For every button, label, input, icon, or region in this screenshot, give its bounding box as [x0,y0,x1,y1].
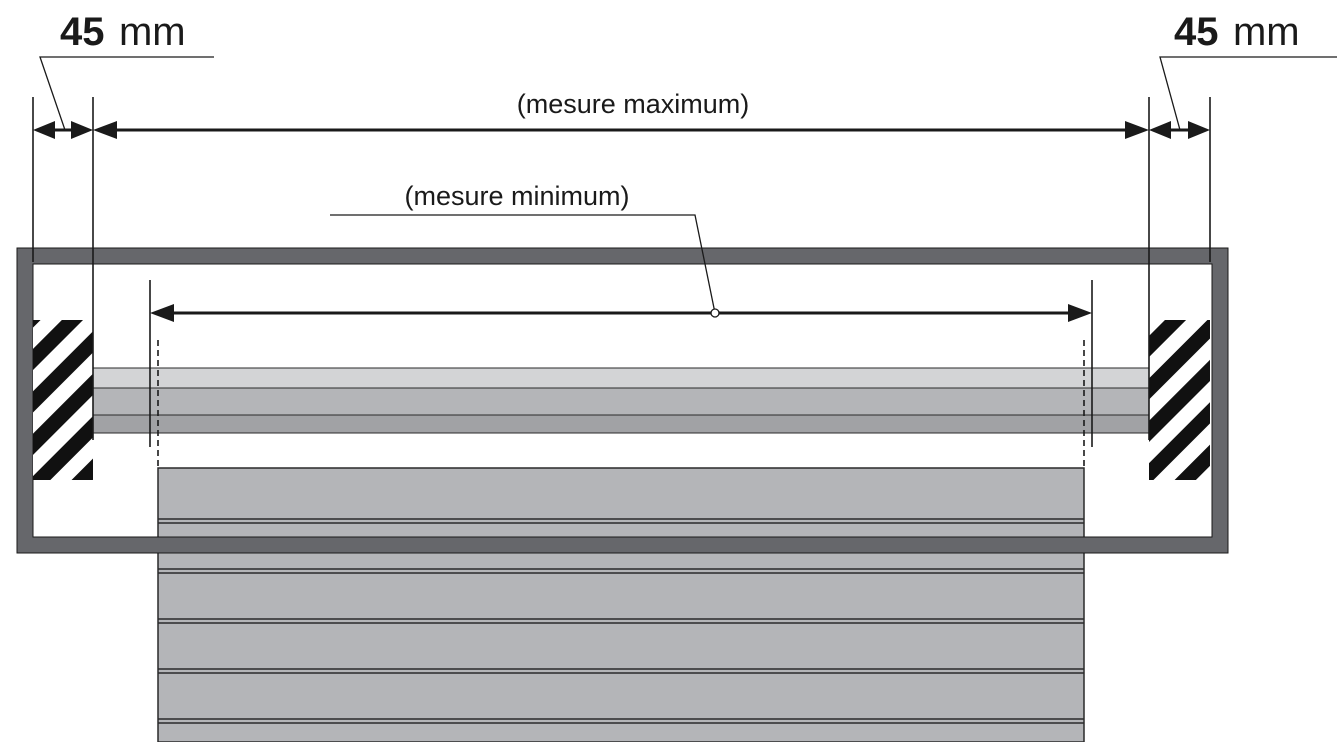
right-clearance-unit: mm [1233,10,1300,54]
left-clearance-arrow [33,121,93,139]
minimum-measure-label: (mesure minimum) [404,181,629,211]
slat-joints [158,518,1084,724]
maximum-dimension-arrow [93,121,1149,139]
right-clearance-value: 45 [1174,10,1219,54]
right-clearance-zone [1149,320,1210,480]
left-clearance-zone [33,320,93,480]
leader-lines [39,56,1337,318]
extension-lines [32,97,1211,466]
guide-rail [93,367,1149,434]
shutter-curtain [157,467,1085,742]
minimum-dimension-arrow [150,304,1092,322]
left-clearance-label: 45 mm [60,10,186,54]
left-clearance-value: 45 [60,10,105,54]
right-clearance-label: 45 mm [1174,10,1300,54]
left-clearance-unit: mm [119,10,186,54]
maximum-measure-label: (mesure maximum) [517,89,750,119]
